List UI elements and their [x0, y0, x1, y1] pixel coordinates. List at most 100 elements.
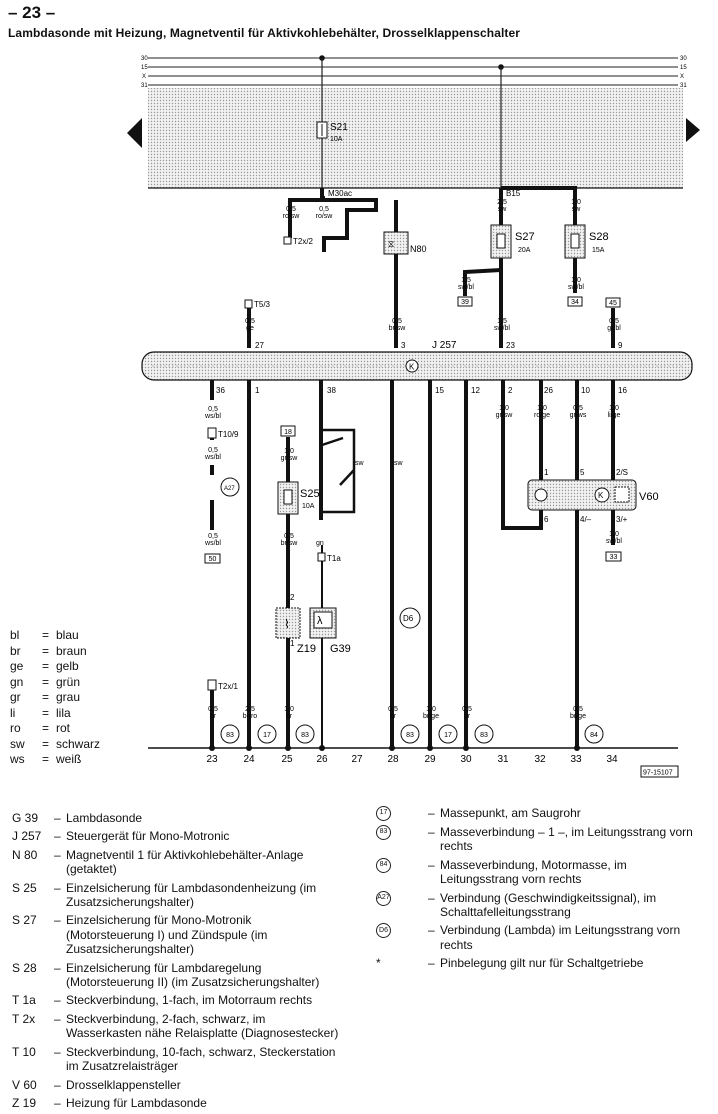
wire-label-color: sw/bl [458, 284, 474, 291]
figure-code: 97-15107 [643, 770, 673, 777]
color-legend-row: sw=schwarz [10, 737, 100, 753]
pin-number: 3/+ [616, 515, 628, 524]
wire-label-size: 0,5 [284, 533, 294, 540]
legend-item: T 2x–Steckverbindung, 2-fach, schwarz, i… [12, 1012, 342, 1041]
legend-code: S 25 [12, 880, 37, 895]
wire-label-color: ws/bl [204, 454, 221, 461]
wire-label-size: 2,5 [245, 706, 255, 713]
color-name: gelb [56, 659, 79, 673]
color-name: grün [56, 674, 81, 689]
legend-code: 17 [376, 806, 428, 821]
wire-label-color: br/sw [389, 325, 407, 332]
wire-color-sw: sw [355, 460, 365, 467]
wire-label-color: sw [572, 206, 582, 213]
throttle-actuator-v60 [527, 479, 637, 511]
wire-label-color: sw [498, 206, 508, 213]
legend-code: T 2x [12, 1011, 36, 1026]
pin-9: 9 [618, 341, 623, 350]
legend-item: J 257–Steuergerät für Mono-Motronic [12, 829, 342, 843]
equals-sign: = [42, 674, 50, 689]
svg-text:K: K [598, 491, 604, 500]
legend-dash: – [54, 829, 61, 844]
track-number: 23 [206, 754, 218, 765]
pin-number: 6 [544, 515, 549, 524]
color-legend-row: ro=rot [10, 721, 100, 737]
equals-sign: = [42, 690, 50, 704]
color-legend-row: ws=weiß [10, 752, 100, 768]
legend-dash: – [428, 890, 435, 905]
color-abbr: gn [10, 674, 24, 689]
wire-label-size: 2,5 [497, 199, 507, 206]
ground-83: 83 [406, 732, 414, 739]
next-page-arrow[interactable] [686, 118, 700, 142]
equals-sign: = [42, 736, 50, 751]
legend-item: 17–Massepunkt, am Saugrohr [376, 806, 706, 821]
connector-t53-label: T5/3 [254, 300, 271, 309]
legend-code: N 80 [12, 847, 38, 862]
color-name: weiß [56, 752, 82, 766]
wire-label-size: 0,5 [392, 318, 402, 325]
equals-sign: = [42, 659, 50, 673]
fuse-s25-rating: 10A [302, 503, 315, 510]
ground-83: 83 [301, 732, 309, 739]
wire-label-color: li/ge [608, 412, 621, 419]
track-number: 33 [570, 754, 582, 765]
box-50: 50 [209, 556, 217, 563]
wire-label-color: gr/bl [607, 325, 621, 332]
wire-label-size: 0,5 [319, 206, 329, 213]
legend-text: Einzelsicherung für Lambdasondenheizung … [66, 880, 317, 910]
connection-a27 [220, 477, 240, 497]
ground-83: 83 [226, 732, 234, 739]
ground-17: 17 [263, 732, 271, 739]
equals-sign: = [42, 705, 50, 720]
legend-code: 84 [376, 857, 428, 887]
legend-code: A27 [376, 890, 428, 920]
rail-label-15-left: 15 [141, 65, 148, 71]
pin-2: 2 [508, 386, 513, 395]
fuse-s21-label: S21 [330, 122, 348, 133]
color-abbr: gr [10, 690, 21, 704]
legend-code: D6 [376, 923, 428, 952]
legend-text: Pinbelegung gilt nur für Schaltgetriebe [440, 956, 644, 971]
legend-code: V 60 [12, 1077, 37, 1092]
wire-label-color: br/ge [423, 713, 439, 720]
color-legend-row: br=braun [10, 644, 100, 660]
wire-label-size: 0,5 [573, 706, 583, 713]
legend-dash: – [54, 880, 61, 895]
pin-38: 38 [327, 386, 336, 395]
legend-dash: – [54, 1044, 61, 1059]
pin-3: 3 [401, 341, 406, 350]
wire-label-color: ws/bl [204, 540, 221, 547]
wire-label-color: gr/sw [281, 455, 299, 462]
box-45: 45 [609, 300, 617, 307]
wire-label-size: 0,5 [208, 533, 218, 540]
rail-label-30-right: 30 [680, 56, 687, 62]
equals-sign: = [42, 643, 50, 658]
track-number: 32 [534, 754, 546, 765]
wire-label-color: gr/sw [496, 412, 514, 419]
fuse-s28-rating: 15A [592, 247, 605, 254]
legend-item: S 28–Einzelsicherung für Lambdaregelung … [12, 961, 342, 990]
legend-text: Drosselklappensteller [66, 1077, 181, 1092]
central-electrics-panel [148, 88, 683, 188]
legend-text: Massepunkt, am Saugrohr [440, 806, 581, 820]
pin-10: 10 [581, 386, 590, 395]
legend-text: Steckverbindung, 10-fach, schwarz, Steck… [66, 1044, 336, 1074]
legend-text: Einzelsicherung für Lambdaregelung (Moto… [66, 960, 320, 990]
wire-label-color: ws/bl [204, 413, 221, 420]
color-name: lila [56, 705, 71, 720]
legend-code: S 27 [12, 913, 37, 928]
legend-text: Heizung für Lambdasonde [66, 1095, 207, 1110]
wire-label-size: 1,0 [284, 706, 294, 713]
rail-label-31-left: 31 [141, 83, 148, 89]
wire-label-size: 1,0 [537, 405, 547, 412]
wire-label-size: 1,0 [284, 448, 294, 455]
legend-dash: – [54, 913, 61, 928]
legend-code: * [376, 956, 381, 971]
control-unit-k-symbol: K [409, 363, 415, 372]
legend-text: Verbindung (Lambda) im Leitungsstrang vo… [440, 923, 681, 952]
connector-t109-label: T10/9 [218, 430, 239, 439]
previous-page-arrow[interactable] [127, 118, 142, 148]
